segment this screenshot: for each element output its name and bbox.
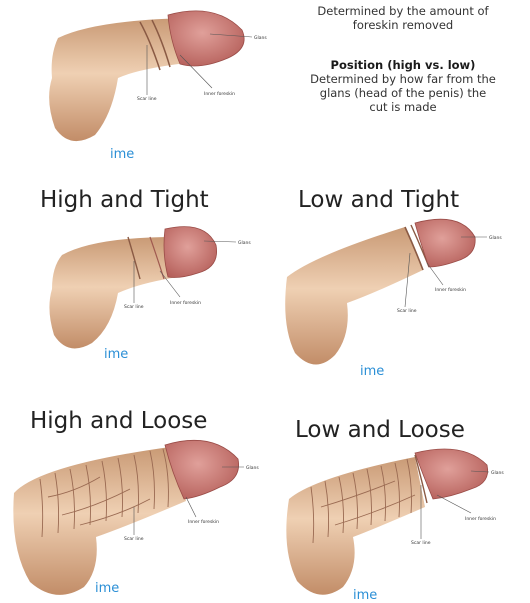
illustration-top-overview: Glans Scar line Inner foreskin ime	[0, 0, 280, 175]
label-glans: Glans	[489, 235, 502, 241]
title-high-and-loose: High and Loose	[30, 408, 207, 434]
ime-logo: ime	[110, 147, 134, 162]
label-scar-line: Scar line	[124, 536, 144, 542]
foreskin-amount-line-2: foreskin removed	[278, 18, 528, 32]
label-glans: Glans	[254, 35, 267, 41]
glans-shape	[168, 11, 244, 66]
position-line-1: Determined by how far from the	[278, 72, 528, 86]
label-inner-foreskin: Inner foreskin	[188, 519, 219, 525]
foreskin-amount-description: Determined by the amount of foreskin rem…	[278, 4, 528, 32]
position-line-2: glans (head of the penis) the	[278, 86, 528, 100]
label-glans: Glans	[491, 470, 504, 476]
label-glans: Glans	[238, 240, 251, 246]
label-scar-line: Scar line	[124, 304, 144, 310]
illustration-low-and-tight: Glans Scar line Inner foreskin ime	[265, 215, 530, 380]
label-inner-foreskin: Inner foreskin	[435, 287, 466, 293]
illustration-high-and-loose: Glans Scar line Inner foreskin ime	[0, 437, 265, 603]
position-line-3: cut is made	[278, 100, 528, 114]
foreskin-amount-line-1: Determined by the amount of	[278, 4, 528, 18]
label-scar-line: Scar line	[397, 308, 417, 314]
ime-logo: ime	[95, 581, 119, 596]
label-inner-foreskin: Inner foreskin	[204, 91, 235, 97]
label-scar-line: Scar line	[137, 96, 157, 102]
title-low-and-tight: Low and Tight	[298, 187, 459, 213]
ime-logo: ime	[104, 347, 128, 362]
position-heading: Position (high vs. low)	[278, 58, 528, 72]
label-scar-line: Scar line	[411, 540, 431, 546]
label-inner-foreskin: Inner foreskin	[170, 300, 201, 306]
illustration-high-and-tight: Glans Scar line Inner foreskin ime	[0, 215, 265, 365]
position-description: Position (high vs. low) Determined by ho…	[278, 58, 528, 114]
title-high-and-tight: High and Tight	[40, 187, 209, 213]
ime-logo: ime	[353, 588, 377, 603]
label-glans: Glans	[246, 465, 259, 471]
label-inner-foreskin: Inner foreskin	[465, 516, 496, 522]
illustration-low-and-loose: Glans Scar line Inner foreskin ime	[265, 437, 530, 603]
ime-logo: ime	[360, 364, 384, 379]
